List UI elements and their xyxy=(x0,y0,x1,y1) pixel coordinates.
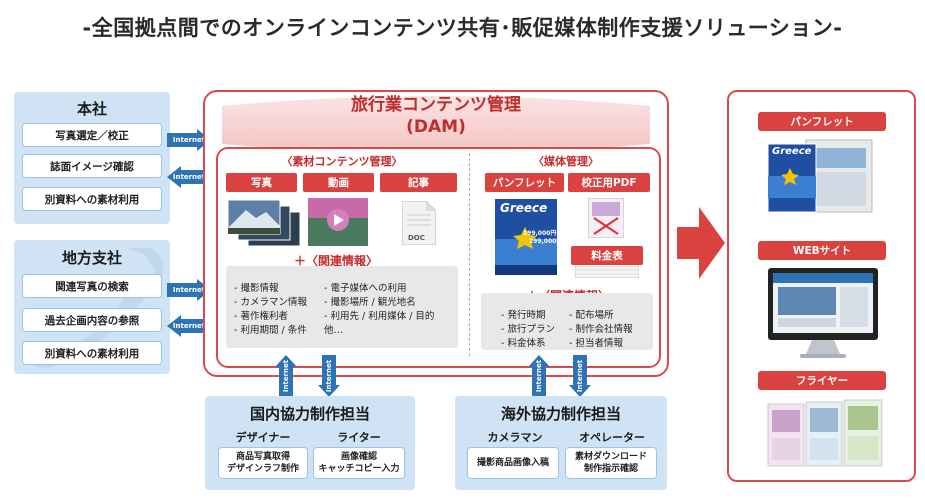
price-table-label: 料金表 xyxy=(571,246,643,265)
tab-article: 記事 xyxy=(380,173,457,192)
branch-office-item: 別資料への素材利用 xyxy=(22,341,162,365)
document-icon xyxy=(402,201,436,245)
internet-arrow-right: Internet xyxy=(167,279,211,301)
domestic-partner-panel: 国内協力制作担当 デザイナー ライター 商品写真取得 デザインラフ制作 画像確認… xyxy=(205,396,415,490)
branch-office-item: 関連写真の検索 xyxy=(22,274,162,298)
overseas-partner-panel: 海外協力制作担当 カメラマン オペレーター 撮影商品画像入稿 素材ダウンロード … xyxy=(455,396,667,490)
section-divider xyxy=(469,153,470,356)
media-info-box xyxy=(481,293,653,350)
overseas-title: 海外協力制作担当 xyxy=(500,405,621,423)
overseas-task-box: 素材ダウンロード 制作指示確認 xyxy=(565,447,657,479)
domestic-title: 国内協力制作担当 xyxy=(249,405,370,423)
material-info-col2: - 電子媒体への利用 - 撮影場所 / 観光地名 - 利用先 / 利用媒体 / … xyxy=(324,283,435,336)
output-pamphlet-label: パンフレット xyxy=(758,112,886,131)
output-website-label: WEBサイト xyxy=(758,241,886,260)
media-info-col1: - 発行時期 - 旅行プラン - 料金体系 xyxy=(501,310,555,349)
branch-office-panel: 地方支社 関連写真の検索 過去企画内容の参照 別資料への素材利用 xyxy=(14,240,170,374)
pamphlet-thumbnail-icon xyxy=(767,139,873,213)
price-table-icon xyxy=(575,266,639,278)
domestic-role: デザイナー xyxy=(235,431,291,444)
overseas-role: オペレーター xyxy=(579,431,645,444)
media-mgmt-heading: 〈媒体管理〉 xyxy=(533,155,599,168)
internet-arrow-down: Internet xyxy=(318,355,340,397)
head-office-item: 写真選定／校正 xyxy=(22,123,162,147)
dam-title: 旅行業コンテンツ管理 (DAM) xyxy=(351,95,521,137)
internet-arrow-right: Internet xyxy=(167,129,211,151)
media-info-col2: - 配布場所 - 制作会社情報 - 担当者情報 xyxy=(569,310,633,349)
flyer-thumbnail-icon xyxy=(767,399,883,467)
domestic-role: ライター xyxy=(337,431,381,444)
head-office-panel: 本社 写真選定／校正 誌面イメージ確認 別資料への素材利用 xyxy=(14,92,170,224)
material-related-heading: ＋〈関連情報〉 xyxy=(294,254,379,268)
page-title: -全国拠点間でのオンラインコンテンツ共有･販促媒体制作支援ソリューション- xyxy=(82,16,843,40)
output-flyer-label: フライヤー xyxy=(758,371,886,390)
output-arrow-icon xyxy=(677,207,725,279)
video-thumbnail-icon xyxy=(308,198,368,246)
doc-label: DOC xyxy=(408,234,425,242)
brochure-title: Greece xyxy=(500,201,548,215)
internet-arrow-up: Internet xyxy=(528,355,550,397)
internet-arrow-left: Internet xyxy=(167,315,211,337)
tab-pamphlet: パンフレット xyxy=(485,173,564,192)
internet-arrow-left: Internet xyxy=(167,166,211,188)
monitor-icon xyxy=(768,268,878,358)
tab-proof-pdf: 校正用PDF xyxy=(568,173,650,192)
japan-map-icon xyxy=(34,248,164,368)
material-info-box xyxy=(226,266,458,348)
photo-stack-icon xyxy=(227,199,301,247)
internet-arrow-up: Internet xyxy=(275,355,297,397)
head-office-title: 本社 xyxy=(76,100,107,118)
branch-office-item: 過去企画内容の参照 xyxy=(22,308,162,332)
tab-video: 動画 xyxy=(303,173,374,192)
internet-arrow-down: Internet xyxy=(569,355,591,397)
material-heading: 〈素材コンテンツ管理〉 xyxy=(281,155,403,168)
domestic-task-box: 画像確認 キャッチコピー入力 xyxy=(313,447,405,479)
material-info-col1: - 撮影情報 - カメラマン情報 - 著作権利者 - 利用期間 / 条件 xyxy=(234,283,307,336)
pamphlet-thumb-title: Greece xyxy=(772,146,812,157)
domestic-task-box: 商品写真取得 デザインラフ制作 xyxy=(218,447,308,479)
head-office-item: 誌面イメージ確認 xyxy=(22,154,162,178)
branch-office-title: 地方支社 xyxy=(61,249,122,267)
overseas-task-box: 撮影商品画像入稿 xyxy=(467,447,559,479)
brochure-thumbnail-icon xyxy=(495,199,557,275)
tab-photo: 写真 xyxy=(226,173,297,192)
database-cylinder-icon xyxy=(222,96,650,152)
proof-pdf-icon xyxy=(588,198,624,238)
brochure-prices: 199,000円～ 299,000円 xyxy=(523,230,563,245)
overseas-role: カメラマン xyxy=(487,431,543,444)
head-office-item: 別資料への素材利用 xyxy=(22,187,162,211)
